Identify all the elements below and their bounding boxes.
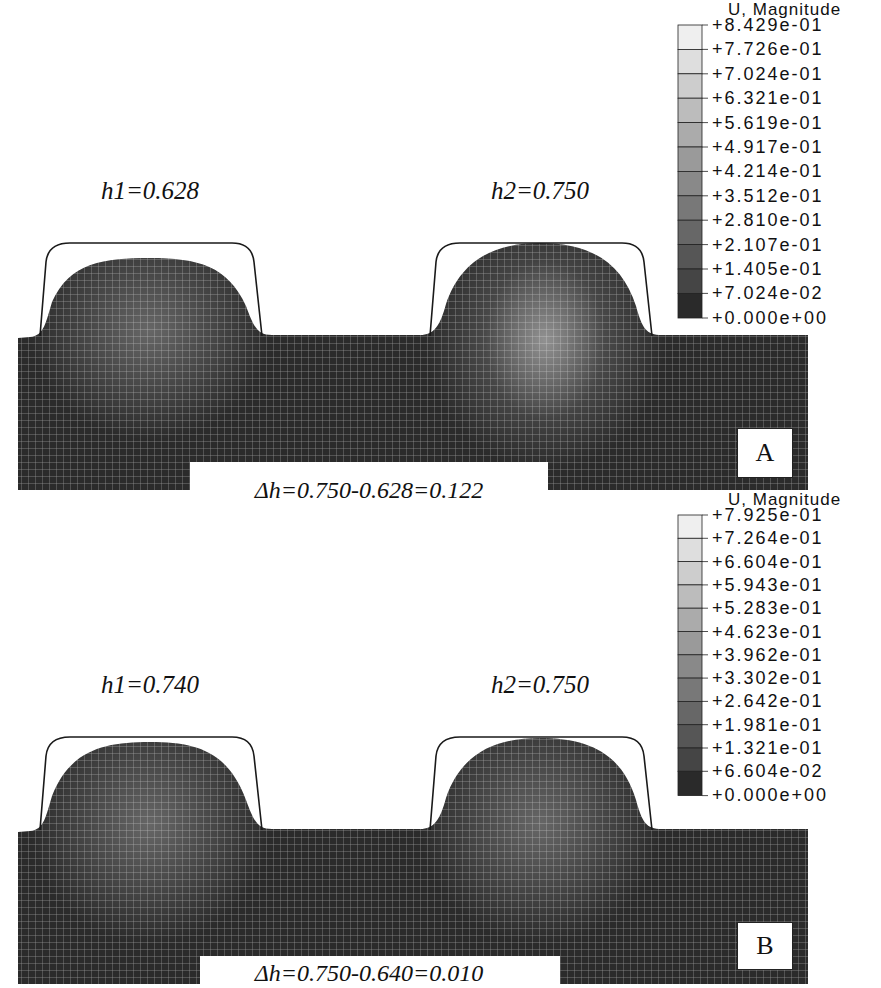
color-bar xyxy=(678,515,708,796)
scale-value: +0.000e+00 xyxy=(712,785,828,805)
scale-value: +7.024e-02 xyxy=(712,283,824,303)
mesh-b xyxy=(0,704,820,988)
height-label: h1=0.740 xyxy=(101,671,199,699)
scale-value: +3.962e-01 xyxy=(712,645,824,665)
panel-letter: B xyxy=(756,931,773,961)
scale-value: +2.642e-01 xyxy=(712,691,824,711)
height-label: h2=0.750 xyxy=(491,177,589,205)
scale-value: +1.405e-01 xyxy=(712,259,824,279)
scale-value: +8.429e-01 xyxy=(712,15,824,35)
difference-label: Δh=0.750-0.628=0.122 xyxy=(247,476,491,504)
height-label: h1=0.628 xyxy=(101,177,199,205)
scale-value: +6.604e-02 xyxy=(712,761,824,781)
scale-value: +7.726e-01 xyxy=(712,39,824,59)
scale-value: +1.981e-01 xyxy=(712,715,824,735)
panel-tag: A xyxy=(737,428,793,478)
mesh-a xyxy=(0,210,820,500)
color-bar xyxy=(678,25,708,318)
difference-label: Δh=0.750-0.640=0.010 xyxy=(247,959,491,987)
height-label: h2=0.750 xyxy=(491,671,589,699)
scale-value: +5.943e-01 xyxy=(712,575,824,595)
scale-value: +0.000e+00 xyxy=(712,308,828,328)
scale-value: +4.214e-01 xyxy=(712,161,824,181)
scale-value: +7.925e-01 xyxy=(712,505,824,525)
scale-value: +7.024e-01 xyxy=(712,64,824,84)
panel-tag: B xyxy=(737,922,793,970)
scale-value: +5.283e-01 xyxy=(712,598,824,618)
scale-value: +4.917e-01 xyxy=(712,137,824,157)
scale-value: +7.264e-01 xyxy=(712,528,824,548)
scale-value: +6.604e-01 xyxy=(712,552,824,572)
scale-value: +6.321e-01 xyxy=(712,88,824,108)
scale-value: +3.302e-01 xyxy=(712,668,824,688)
scale-value: +1.321e-01 xyxy=(712,738,824,758)
scale-value: +3.512e-01 xyxy=(712,186,824,206)
panel-letter: A xyxy=(756,438,775,468)
scale-value: +5.619e-01 xyxy=(712,113,824,133)
scale-value: +2.810e-01 xyxy=(712,210,824,230)
scale-value: +2.107e-01 xyxy=(712,235,824,255)
scale-value: +4.623e-01 xyxy=(712,622,824,642)
